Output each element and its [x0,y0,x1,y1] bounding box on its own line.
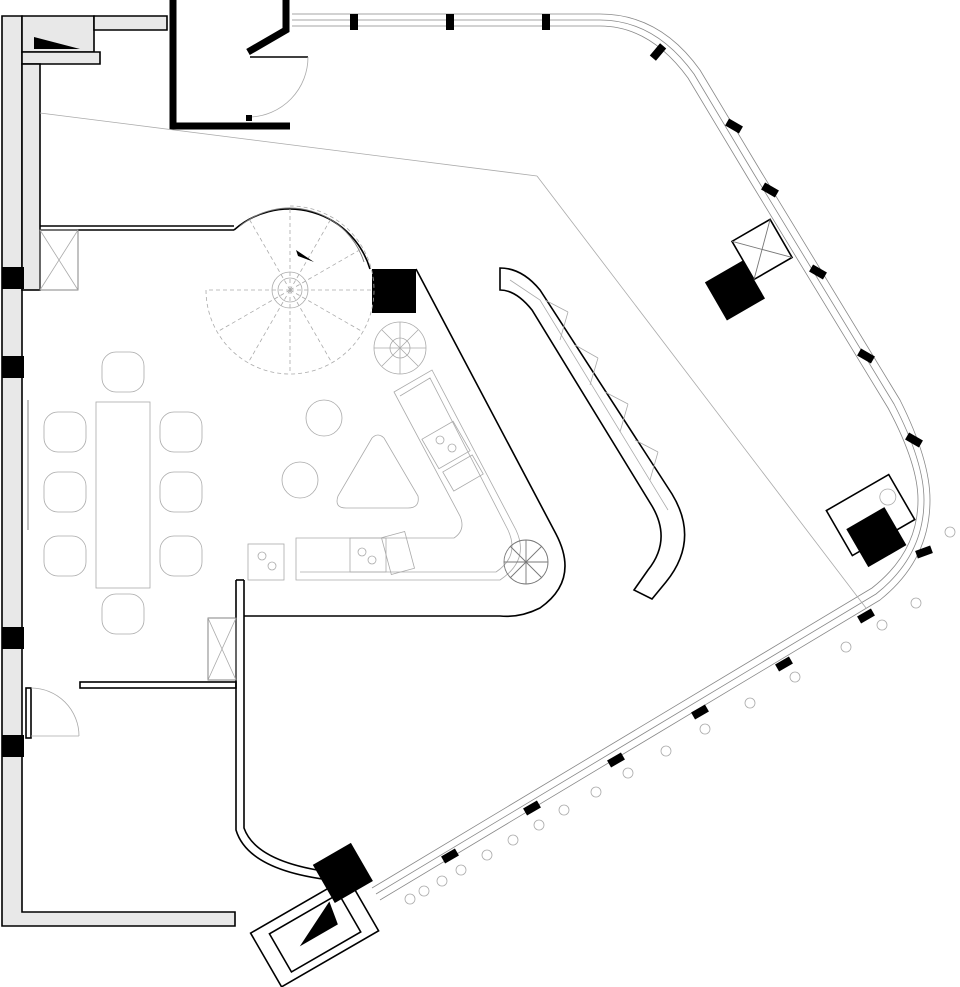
partition-walls [39,225,566,881]
potted-plants [247,321,549,585]
curved-bench [499,267,686,601]
spiral-staircase [205,205,375,375]
structural-columns [249,218,916,987]
exterior-posts [404,526,956,905]
exterior-wall-west [1,15,236,927]
dining-table [95,401,151,589]
entry-door [25,687,80,739]
dining-chairs [43,351,203,635]
projection-lines [39,112,867,609]
sofa-cushions [349,420,484,575]
coffee-tables [281,399,419,509]
facade-mullions [350,14,933,864]
corner-sofa [295,369,521,581]
north-core-walls [169,0,309,130]
curved-glazed-facade [292,13,956,905]
